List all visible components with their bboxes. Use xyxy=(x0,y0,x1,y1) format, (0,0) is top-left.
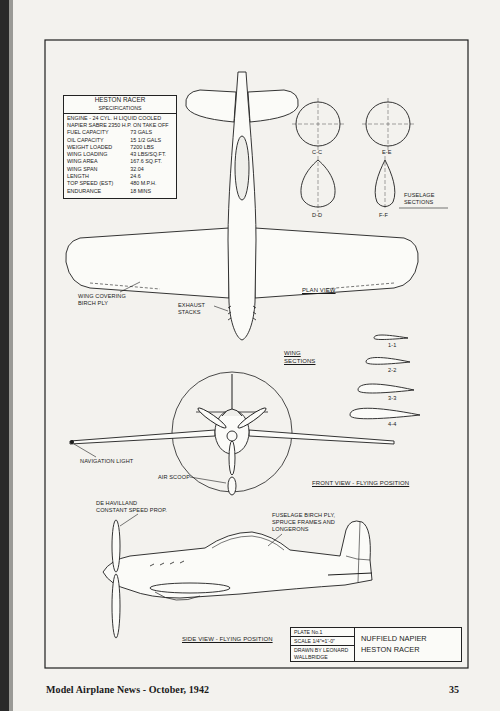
table-heading: HESTON RACER xyxy=(64,96,176,105)
section-label: F-F xyxy=(379,212,388,219)
page-footer: Model Airplane News - October, 1942 xyxy=(46,684,209,697)
section-label: E-E xyxy=(382,149,392,156)
callout-note: AIR SCOOP xyxy=(158,474,190,481)
table-cell: 480 M.P.H. xyxy=(127,180,176,187)
table-cell: WING SPAN xyxy=(64,166,123,173)
table-cell: 32.04 xyxy=(127,166,176,173)
scan-edge xyxy=(0,0,9,711)
section-label: 2-2 xyxy=(388,367,396,374)
table-cell: 43 LBS/SQ.FT. xyxy=(127,151,176,158)
table-cell: ENDURANCE xyxy=(64,188,123,195)
section-label: C-C xyxy=(312,149,322,156)
table-cell: 73 GALS xyxy=(127,129,176,136)
table-cell: FUEL CAPACITY xyxy=(64,129,123,136)
callout-note: DE HAVILLAND CONSTANT SPEED PROP. xyxy=(96,500,168,514)
table-cell: ENGINE - 24 CYL. H LIQUID COOLED xyxy=(64,115,176,122)
wing-sections xyxy=(350,335,420,419)
side-view xyxy=(103,514,372,638)
table-heading: SPECIFICATIONS xyxy=(64,105,176,114)
title-block-cell: SCALE 1/4"=1'-0" xyxy=(291,637,355,646)
callout-note: NAVIGATION LIGHT xyxy=(80,458,133,465)
table-cell: 167.6 SQ.FT. xyxy=(127,158,176,165)
section-label: 4-4 xyxy=(388,421,396,428)
section-label: 1-1 xyxy=(388,342,396,349)
section-label: 3-3 xyxy=(388,395,396,402)
table-cell: WING AREA xyxy=(64,158,123,165)
view-caption: PLAN VIEW xyxy=(302,287,336,295)
section-label: D-D xyxy=(312,212,322,219)
table-cell: OIL CAPACITY xyxy=(64,137,123,144)
fuselage-sections xyxy=(292,98,448,212)
view-caption: FRONT VIEW - FLYING POSITION xyxy=(312,480,409,488)
table-cell: WING LOADING xyxy=(64,151,123,158)
table-cell: 7200 LBS xyxy=(127,144,176,151)
table-cell: TOP SPEED (EST) xyxy=(64,180,123,187)
scan-shadow xyxy=(9,0,13,711)
table-cell: 18 MINS xyxy=(127,188,176,195)
table-cell: 15 1/2 GALS xyxy=(127,137,176,144)
page-number: 35 xyxy=(449,684,459,697)
table-cell: LENGTH xyxy=(64,173,123,180)
table-cell: 24.6 xyxy=(127,173,176,180)
title-block: PLATE No.1SCALE 1/4"=1'-0"DRAWN BY LEONA… xyxy=(290,627,462,662)
title-block-cell: PLATE No.1 xyxy=(291,628,355,637)
view-caption: SIDE VIEW - FLYING POSITION xyxy=(182,636,273,644)
front-view xyxy=(70,372,394,495)
callout-note: EXHAUST STACKS xyxy=(178,302,218,316)
view-caption: WING SECTIONS xyxy=(284,350,318,365)
drawing-border xyxy=(45,40,468,668)
title-block-cell: DRAWN BY LEONARD WALLBRIDGE xyxy=(291,646,355,660)
callout-note: FUSELAGE BIRCH PLY, SPRUCE FRAMES AND LO… xyxy=(272,512,358,533)
callout-note: WING COVERING BIRCH PLY xyxy=(78,293,136,307)
spec-table: HESTON RACERSPECIFICATIONSENGINE - 24 CY… xyxy=(63,95,177,199)
table-cell: NAPIER SABRE 2350 H.P. ON TAKE OFF xyxy=(64,122,176,129)
table-cell: WEIGHT LOADED xyxy=(64,144,123,151)
view-caption: FUSELAGE SECTIONS xyxy=(404,192,448,206)
drawing-title: NUFFIELD NAPIER HESTON RACER xyxy=(355,628,461,661)
